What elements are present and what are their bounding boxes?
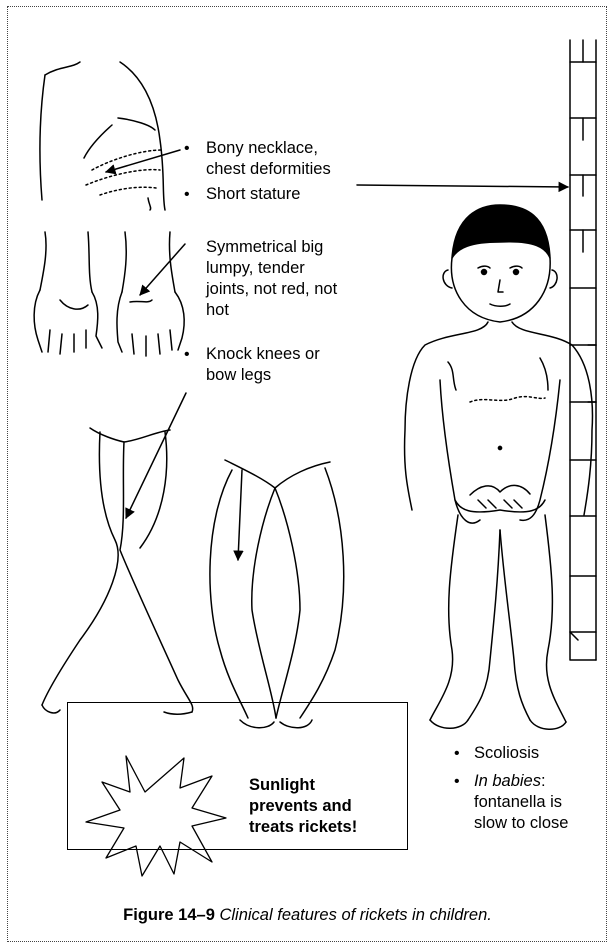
label-necklace-line1: Bony necklace, bbox=[206, 138, 318, 159]
label-joints-line1: Symmetrical big bbox=[206, 237, 323, 258]
child-figure bbox=[405, 205, 593, 729]
knock-knees-arrow bbox=[126, 393, 186, 518]
joints-arrow bbox=[140, 244, 185, 295]
label-babies-prefix: In babies bbox=[474, 772, 541, 790]
sunlight-line2: prevents and bbox=[249, 796, 389, 817]
label-joints-line3: joints, not red, not bbox=[206, 279, 337, 300]
bullet: • bbox=[454, 743, 460, 764]
stature-arrow bbox=[357, 185, 568, 187]
label-short-stature: Short stature bbox=[206, 184, 300, 205]
label-joints-line2: lumpy, tender bbox=[206, 258, 305, 279]
chest-drawing bbox=[40, 62, 165, 210]
figure-caption-label: Figure 14–9 bbox=[123, 906, 215, 924]
label-babies-line2: fontanella is bbox=[474, 792, 562, 813]
label-knees-line1: Knock knees or bbox=[206, 344, 320, 365]
sunlight-line1: Sunlight bbox=[249, 775, 389, 796]
hands-drawing bbox=[34, 232, 184, 356]
sunlight-callout-text: Sunlight prevents and treats rickets! bbox=[249, 775, 389, 838]
bullet: • bbox=[454, 771, 460, 792]
label-necklace-line2: chest deformities bbox=[206, 159, 331, 180]
figure-caption-text: Clinical features of rickets in children… bbox=[219, 906, 491, 924]
label-babies-colon: : bbox=[541, 772, 546, 790]
measuring-ruler bbox=[570, 40, 596, 660]
figure-caption: Figure 14–9 Clinical features of rickets… bbox=[0, 906, 615, 925]
label-babies-line1: In babies: bbox=[474, 771, 546, 792]
knock-knees-drawing bbox=[42, 428, 193, 714]
necklace-arrow bbox=[106, 150, 180, 172]
label-babies-line3: slow to close bbox=[474, 813, 568, 834]
sunlight-line3: treats rickets! bbox=[249, 817, 389, 838]
bullet: • bbox=[184, 138, 190, 159]
label-scoliosis: Scoliosis bbox=[474, 743, 539, 764]
label-knees-line2: bow legs bbox=[206, 365, 271, 386]
bow-legs-drawing bbox=[210, 460, 344, 728]
label-joints-line4: hot bbox=[206, 300, 229, 321]
bow-legs-arrow bbox=[238, 470, 242, 560]
bullet: • bbox=[184, 184, 190, 205]
bullet: • bbox=[184, 344, 190, 365]
